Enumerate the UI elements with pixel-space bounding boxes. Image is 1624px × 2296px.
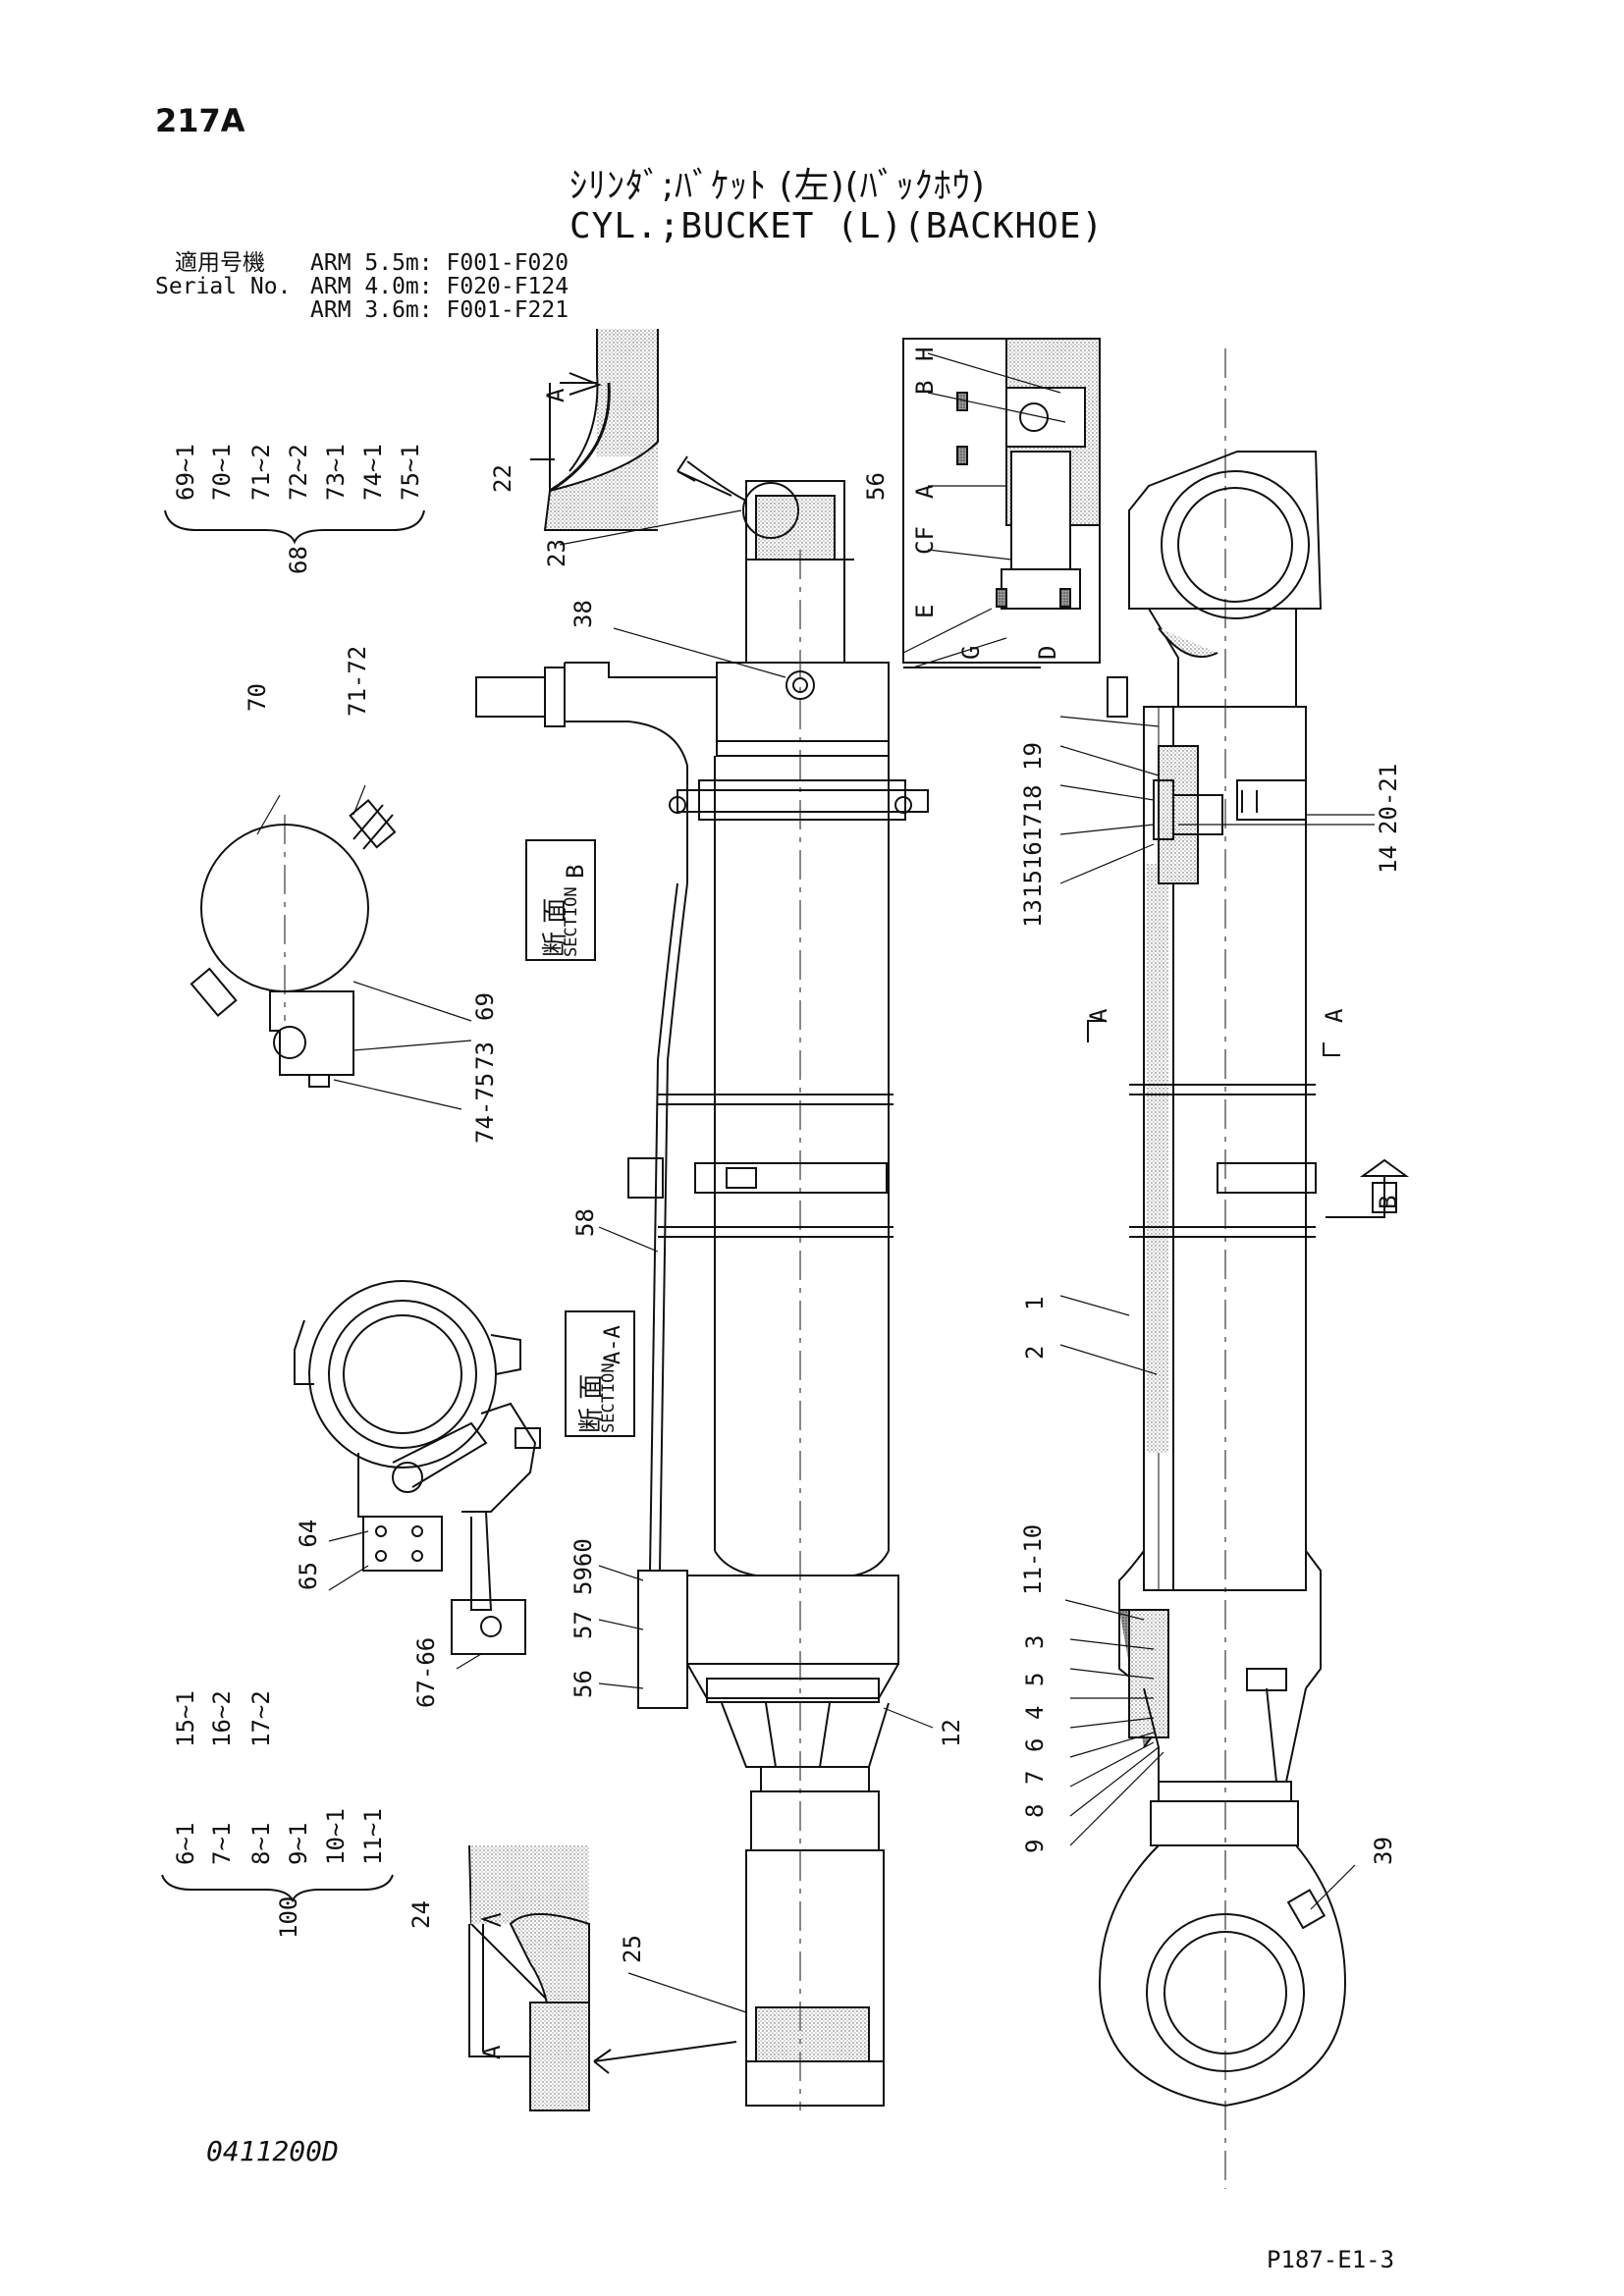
serial-line-3: ARM 3.6m: F001-F221: [310, 297, 569, 323]
callout-74-75: 74-75: [471, 1072, 499, 1144]
callout-7: 7: [1021, 1770, 1049, 1785]
kit-68-item-4: 72~2: [285, 444, 312, 501]
page-number: 217A: [155, 102, 245, 139]
callout-cf: CF: [911, 526, 939, 555]
kit-100-top-1: 15~1: [172, 1690, 199, 1747]
callout-9: 9: [1021, 1839, 1049, 1853]
title-english: CYL.;BUCKET (L)(BACKHOE): [569, 206, 1105, 246]
title-japanese: ｼﾘﾝﾀﾞ;ﾊﾞｹｯﾄ (左)(ﾊﾞｯｸﾎｳ): [569, 166, 986, 206]
leader-lines: [256, 352, 1375, 2013]
callout-6: 6: [1021, 1737, 1049, 1752]
callout-69: 69: [471, 992, 499, 1021]
serial-label-en: Serial No.: [155, 274, 292, 299]
center-lines: [284, 348, 1226, 2189]
detail-24: [468, 1844, 590, 2111]
serial-label-jp: 適用号機: [175, 250, 265, 276]
callout-e: E: [911, 604, 939, 618]
drawing-code: 0411200D: [206, 2135, 339, 2167]
cylinder-section: [1098, 451, 1347, 2108]
callout-20-21: 20-21: [1375, 763, 1402, 834]
section-b-clamp: [189, 799, 397, 1088]
callout-25: 25: [619, 1935, 646, 1963]
callout-73: 73: [471, 1041, 499, 1070]
callout-59-60: 5960: [569, 1538, 597, 1595]
callout-12: 12: [938, 1719, 965, 1747]
callout-8: 8: [1021, 1803, 1049, 1818]
serial-line-2: ARM 4.0m: F020-F124: [310, 274, 569, 299]
callout-14: 14: [1375, 845, 1402, 874]
detail-arrow-bottom: [593, 2041, 737, 2074]
callout-1: 1: [1021, 1296, 1049, 1310]
callout-h: H: [911, 347, 939, 361]
callout-11-10: 11-10: [1019, 1523, 1047, 1595]
kit-100-item-3: 8~1: [247, 1822, 275, 1865]
callout-2: 2: [1021, 1345, 1049, 1360]
kit-100-item-6: 11~1: [359, 1808, 387, 1865]
kit-68-item-1: 69~1: [172, 444, 199, 501]
kit-100-top-3: 17~2: [247, 1690, 275, 1747]
kit-100-item-5: 10~1: [322, 1808, 350, 1865]
callout-67-66: 67-66: [412, 1636, 440, 1708]
section-b-box: [525, 839, 596, 961]
callout-24: 24: [407, 1900, 435, 1929]
callout-58: 58: [571, 1208, 599, 1237]
kit-100-item-4: 9~1: [285, 1822, 312, 1865]
kit-68-item-3: 71~2: [247, 444, 275, 501]
callout-a-arrow-left: A: [1085, 1008, 1112, 1023]
callout-39: 39: [1370, 1837, 1397, 1865]
callout-71-72: 71-72: [344, 645, 371, 717]
port-valve-detail: [902, 338, 1101, 668]
cylinder-exterior: [475, 480, 929, 2107]
kit-68-item-5: 73~1: [322, 444, 350, 501]
callout-15-19: 15161718 19: [1019, 742, 1047, 898]
kit-100-brace: [161, 1874, 394, 1903]
serial-line-1: ARM 5.5m: F001-F020: [310, 250, 569, 276]
section-aa: [294, 1280, 541, 1655]
kit-68-brace: [164, 509, 425, 545]
kit-68-item-6: 74~1: [359, 444, 387, 501]
callout-a2: A: [911, 484, 939, 499]
section-aa-box: [565, 1310, 635, 1437]
callout-57: 57: [569, 1611, 597, 1639]
kit-68-item-2: 70~1: [208, 444, 236, 501]
callout-g: G: [957, 645, 985, 660]
callout-23: 23: [543, 539, 570, 567]
section-aa-letter: A-A: [601, 1325, 625, 1364]
callout-d: D: [1034, 645, 1061, 660]
kit-100-top-2: 16~2: [208, 1690, 236, 1747]
detail-22: [530, 329, 659, 531]
kit-68-number: 68: [285, 546, 312, 574]
kit-100-item-1: 6~1: [172, 1822, 199, 1865]
callout-65-64: 65 64: [295, 1519, 322, 1590]
detail-arrow-top: [677, 455, 732, 497]
kit-100-item-2: 7~1: [208, 1822, 236, 1865]
callout-22: 22: [489, 464, 516, 493]
callout-b-section: B: [1375, 1195, 1402, 1209]
kit-68-item-7: 75~1: [397, 444, 424, 501]
callout-56: 56: [569, 1670, 597, 1698]
kit-100-number: 100: [275, 1896, 302, 1939]
callout-70: 70: [244, 683, 271, 712]
callout-3: 3: [1021, 1634, 1049, 1649]
callout-56-top: 56: [862, 472, 890, 501]
callout-b: B: [911, 380, 939, 395]
callout-a-arrow-right: A: [1321, 1008, 1348, 1023]
callout-a-top: A: [542, 388, 569, 402]
callout-5: 5: [1021, 1672, 1049, 1686]
callout-4: 4: [1021, 1705, 1049, 1720]
section-aa-en: SECTION: [599, 1362, 619, 1433]
page-reference: P187-E1-3: [1267, 2246, 1395, 2273]
callout-38: 38: [569, 600, 597, 628]
section-b-letter: B: [562, 864, 589, 879]
callout-13: 13: [1019, 899, 1047, 928]
section-b-en: SECTION: [562, 886, 581, 957]
callout-a-bottom: A: [478, 2045, 506, 2059]
